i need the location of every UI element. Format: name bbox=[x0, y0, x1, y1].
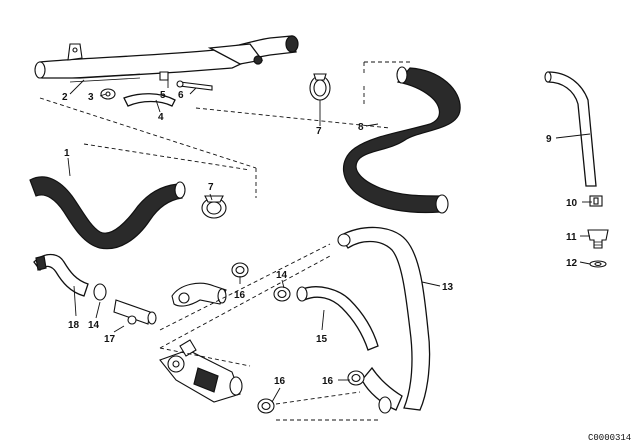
callout-16-b: 16 bbox=[322, 376, 334, 387]
water-pipe-upper bbox=[34, 35, 299, 91]
callout-13: 13 bbox=[442, 282, 454, 293]
drawing-code: C0000314 bbox=[588, 433, 631, 443]
callout-4: 4 bbox=[158, 112, 164, 123]
callout-14-lower: 14 bbox=[88, 320, 100, 331]
clamp-part-3 bbox=[100, 88, 116, 100]
callout-11: 11 bbox=[566, 232, 577, 243]
valve-part-17 bbox=[93, 283, 157, 325]
hose-clamp-16-b bbox=[347, 370, 365, 386]
callout-labels: 1 2 3 4 5 6 7 7 8 9 10 11 12 13 14 14 15… bbox=[62, 90, 578, 387]
callout-17: 17 bbox=[104, 334, 116, 345]
washer-part-12 bbox=[589, 260, 607, 268]
hose-clamp-7-upper bbox=[309, 73, 331, 101]
callout-9: 9 bbox=[546, 134, 552, 145]
hose-clamp-14-b bbox=[273, 286, 291, 302]
callout-18: 18 bbox=[68, 320, 80, 331]
leader-lines bbox=[67, 78, 592, 403]
callout-16-c: 16 bbox=[274, 376, 286, 387]
callout-10: 10 bbox=[566, 198, 578, 209]
callout-3: 3 bbox=[88, 92, 94, 103]
callout-7-mid: 7 bbox=[208, 182, 214, 193]
callout-6: 6 bbox=[178, 90, 184, 101]
callout-14-upper: 14 bbox=[276, 270, 288, 281]
hose-clamp-16-a bbox=[231, 262, 249, 278]
callout-5: 5 bbox=[160, 90, 166, 101]
callout-8: 8 bbox=[358, 122, 364, 133]
dashed-group-lines bbox=[39, 61, 412, 421]
small-hose-part-4 bbox=[123, 93, 176, 107]
hose-clamp-7-mid bbox=[201, 195, 227, 219]
callout-16-a: 16 bbox=[234, 290, 246, 301]
hose-part-13 bbox=[337, 226, 431, 414]
pump-pipe-lower bbox=[159, 339, 243, 403]
hose-part-9 bbox=[544, 71, 597, 187]
callout-7-upper: 7 bbox=[316, 126, 322, 137]
callout-12: 12 bbox=[566, 258, 578, 269]
hose-part-18 bbox=[33, 253, 89, 297]
callout-2: 2 bbox=[62, 92, 68, 103]
fitting-part-11 bbox=[587, 229, 609, 249]
callout-15: 15 bbox=[316, 334, 328, 345]
connector-housing bbox=[171, 282, 227, 307]
large-hose-part-8 bbox=[342, 66, 461, 214]
hose-clamp-16-c bbox=[257, 398, 275, 414]
curved-hose-part-1 bbox=[29, 176, 186, 250]
hose-part-15 bbox=[296, 286, 379, 351]
clamp-part-10 bbox=[589, 195, 603, 207]
callout-1: 1 bbox=[64, 148, 70, 159]
